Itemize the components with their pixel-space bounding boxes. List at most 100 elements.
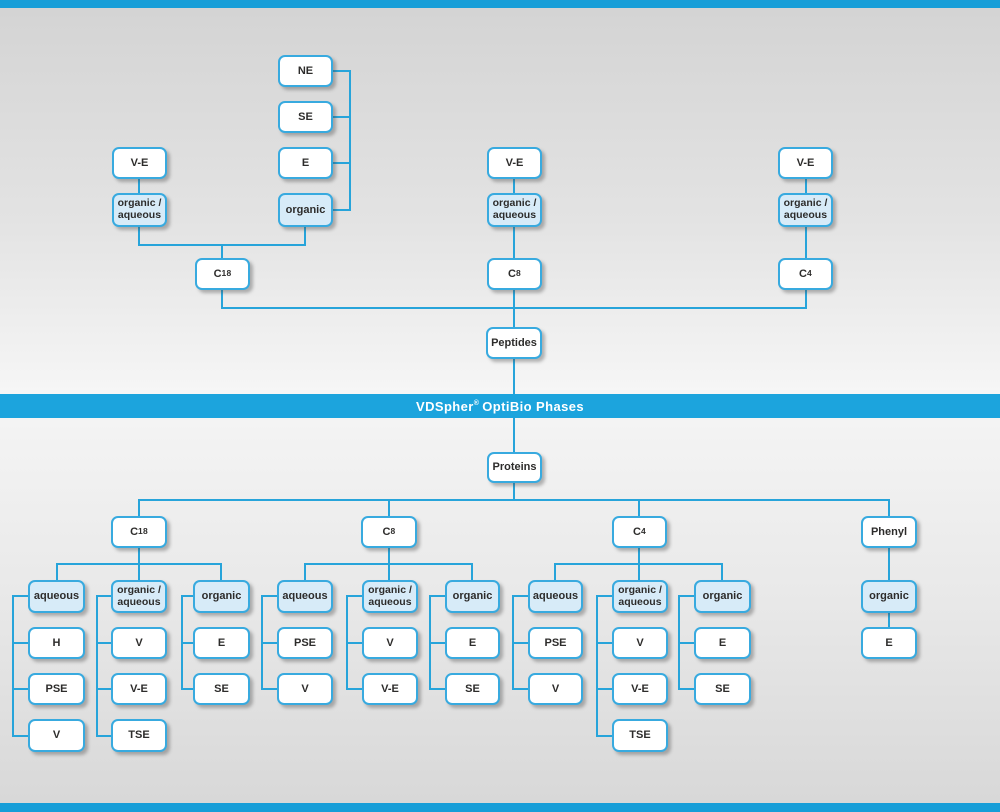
connector-line: [678, 642, 694, 644]
connector-line: [513, 359, 515, 394]
connector-line: [12, 735, 28, 737]
registered-trademark-icon: ®: [473, 400, 480, 408]
connector-line: [888, 548, 890, 580]
connector-line: [346, 642, 362, 644]
connector-line: [346, 688, 362, 690]
connector-line: [261, 595, 277, 597]
banner-suffix: OptiBio Phases: [482, 398, 584, 414]
node-c18-aqueous: aqueous: [28, 580, 85, 613]
node-c8-or-e: E: [445, 627, 500, 659]
node-c4-or-se: SE: [694, 673, 751, 705]
connector-line: [513, 290, 515, 327]
connector-line: [805, 179, 807, 194]
connector-line: [138, 179, 140, 194]
node-orgaq-right: organic /aqueous: [778, 193, 833, 227]
connector-line: [346, 595, 362, 597]
connector-line: [388, 563, 390, 580]
connector-line: [261, 688, 277, 690]
connector-line: [388, 499, 390, 516]
connector-line: [429, 595, 445, 597]
node-c8-aqueous: aqueous: [277, 580, 333, 613]
connector-line: [12, 688, 28, 690]
node-organic-top: organic: [278, 193, 333, 227]
connector-line: [805, 290, 807, 308]
node-c8-aq-pse: PSE: [277, 627, 333, 659]
connector-line: [888, 613, 890, 627]
node-c18-oa-ve: V-E: [111, 673, 167, 705]
node-orgaq-mid: organic /aqueous: [487, 193, 542, 227]
node-c4-oa-v: V: [612, 627, 668, 659]
connector-line: [678, 688, 694, 690]
node-c18-or-e: E: [193, 627, 250, 659]
node-c4-oa-tse: TSE: [612, 719, 668, 752]
connector-line: [96, 735, 111, 737]
connector-line: [513, 227, 515, 258]
node-ne: NE: [278, 55, 333, 87]
node-c18-orgaq: organic /aqueous: [111, 580, 167, 613]
connector-line: [513, 179, 515, 194]
connector-line: [333, 116, 351, 118]
connector-line: [888, 499, 890, 516]
node-c8-oa-ve: V-E: [362, 673, 418, 705]
node-c4-orgaq: organic /aqueous: [612, 580, 668, 613]
node-c4-aq-pse: PSE: [528, 627, 583, 659]
node-c4-organic: organic: [694, 580, 751, 613]
node-c8-orgaq: organic /aqueous: [362, 580, 418, 613]
node-c18-oa-tse: TSE: [111, 719, 167, 752]
connector-line: [512, 688, 528, 690]
bottom-accent-bar: [0, 803, 1000, 812]
node-c18-oa-v: V: [111, 627, 167, 659]
connector-line: [96, 688, 111, 690]
node-ve-mid: V-E: [487, 147, 542, 179]
connector-line: [678, 595, 694, 597]
connector-line: [429, 642, 445, 644]
connector-line: [805, 227, 807, 258]
banner-title: VDSpher®OptiBio Phases: [416, 399, 584, 414]
node-c18-aq-v: V: [28, 719, 85, 752]
node-phenyl-or-e: E: [861, 627, 917, 659]
connector-line: [12, 642, 28, 644]
node-c8-aq-v: V: [277, 673, 333, 705]
connector-line: [138, 563, 140, 580]
connector-line: [596, 642, 612, 644]
connector-line: [304, 227, 306, 246]
connector-line: [471, 563, 473, 580]
connector-line: [181, 595, 193, 597]
node-c4-aqueous: aqueous: [528, 580, 583, 613]
connector-line: [349, 70, 351, 211]
connector-line: [596, 596, 598, 737]
connector-line: [12, 596, 14, 737]
node-c4-or-e: E: [694, 627, 751, 659]
connector-line: [12, 595, 28, 597]
connector-line: [429, 688, 445, 690]
connector-line: [596, 688, 612, 690]
connector-line: [333, 209, 351, 211]
connector-line: [56, 563, 58, 580]
connector-line: [221, 244, 223, 258]
node-c8-organic: organic: [445, 580, 500, 613]
node-c4-oa-ve: V-E: [612, 673, 668, 705]
connector-line: [333, 70, 351, 72]
node-c18-organic: organic: [193, 580, 250, 613]
connector-line: [638, 548, 640, 564]
connector-line: [596, 595, 612, 597]
connector-line: [596, 735, 612, 737]
connector-line: [221, 290, 223, 308]
node-proteins: Proteins: [487, 452, 542, 483]
connector-line: [512, 595, 528, 597]
connector-line: [261, 642, 277, 644]
node-orgaq-left: organic /aqueous: [112, 193, 167, 227]
connector-line: [638, 563, 640, 580]
connector-line: [138, 499, 140, 516]
connector-line: [333, 162, 351, 164]
node-c8-oa-v: V: [362, 627, 418, 659]
node-peptides: Peptides: [486, 327, 542, 359]
node-phenyl: Phenyl: [861, 516, 917, 548]
connector-line: [638, 499, 640, 516]
node-phenyl-organic: organic: [861, 580, 917, 613]
connector-line: [513, 418, 515, 452]
